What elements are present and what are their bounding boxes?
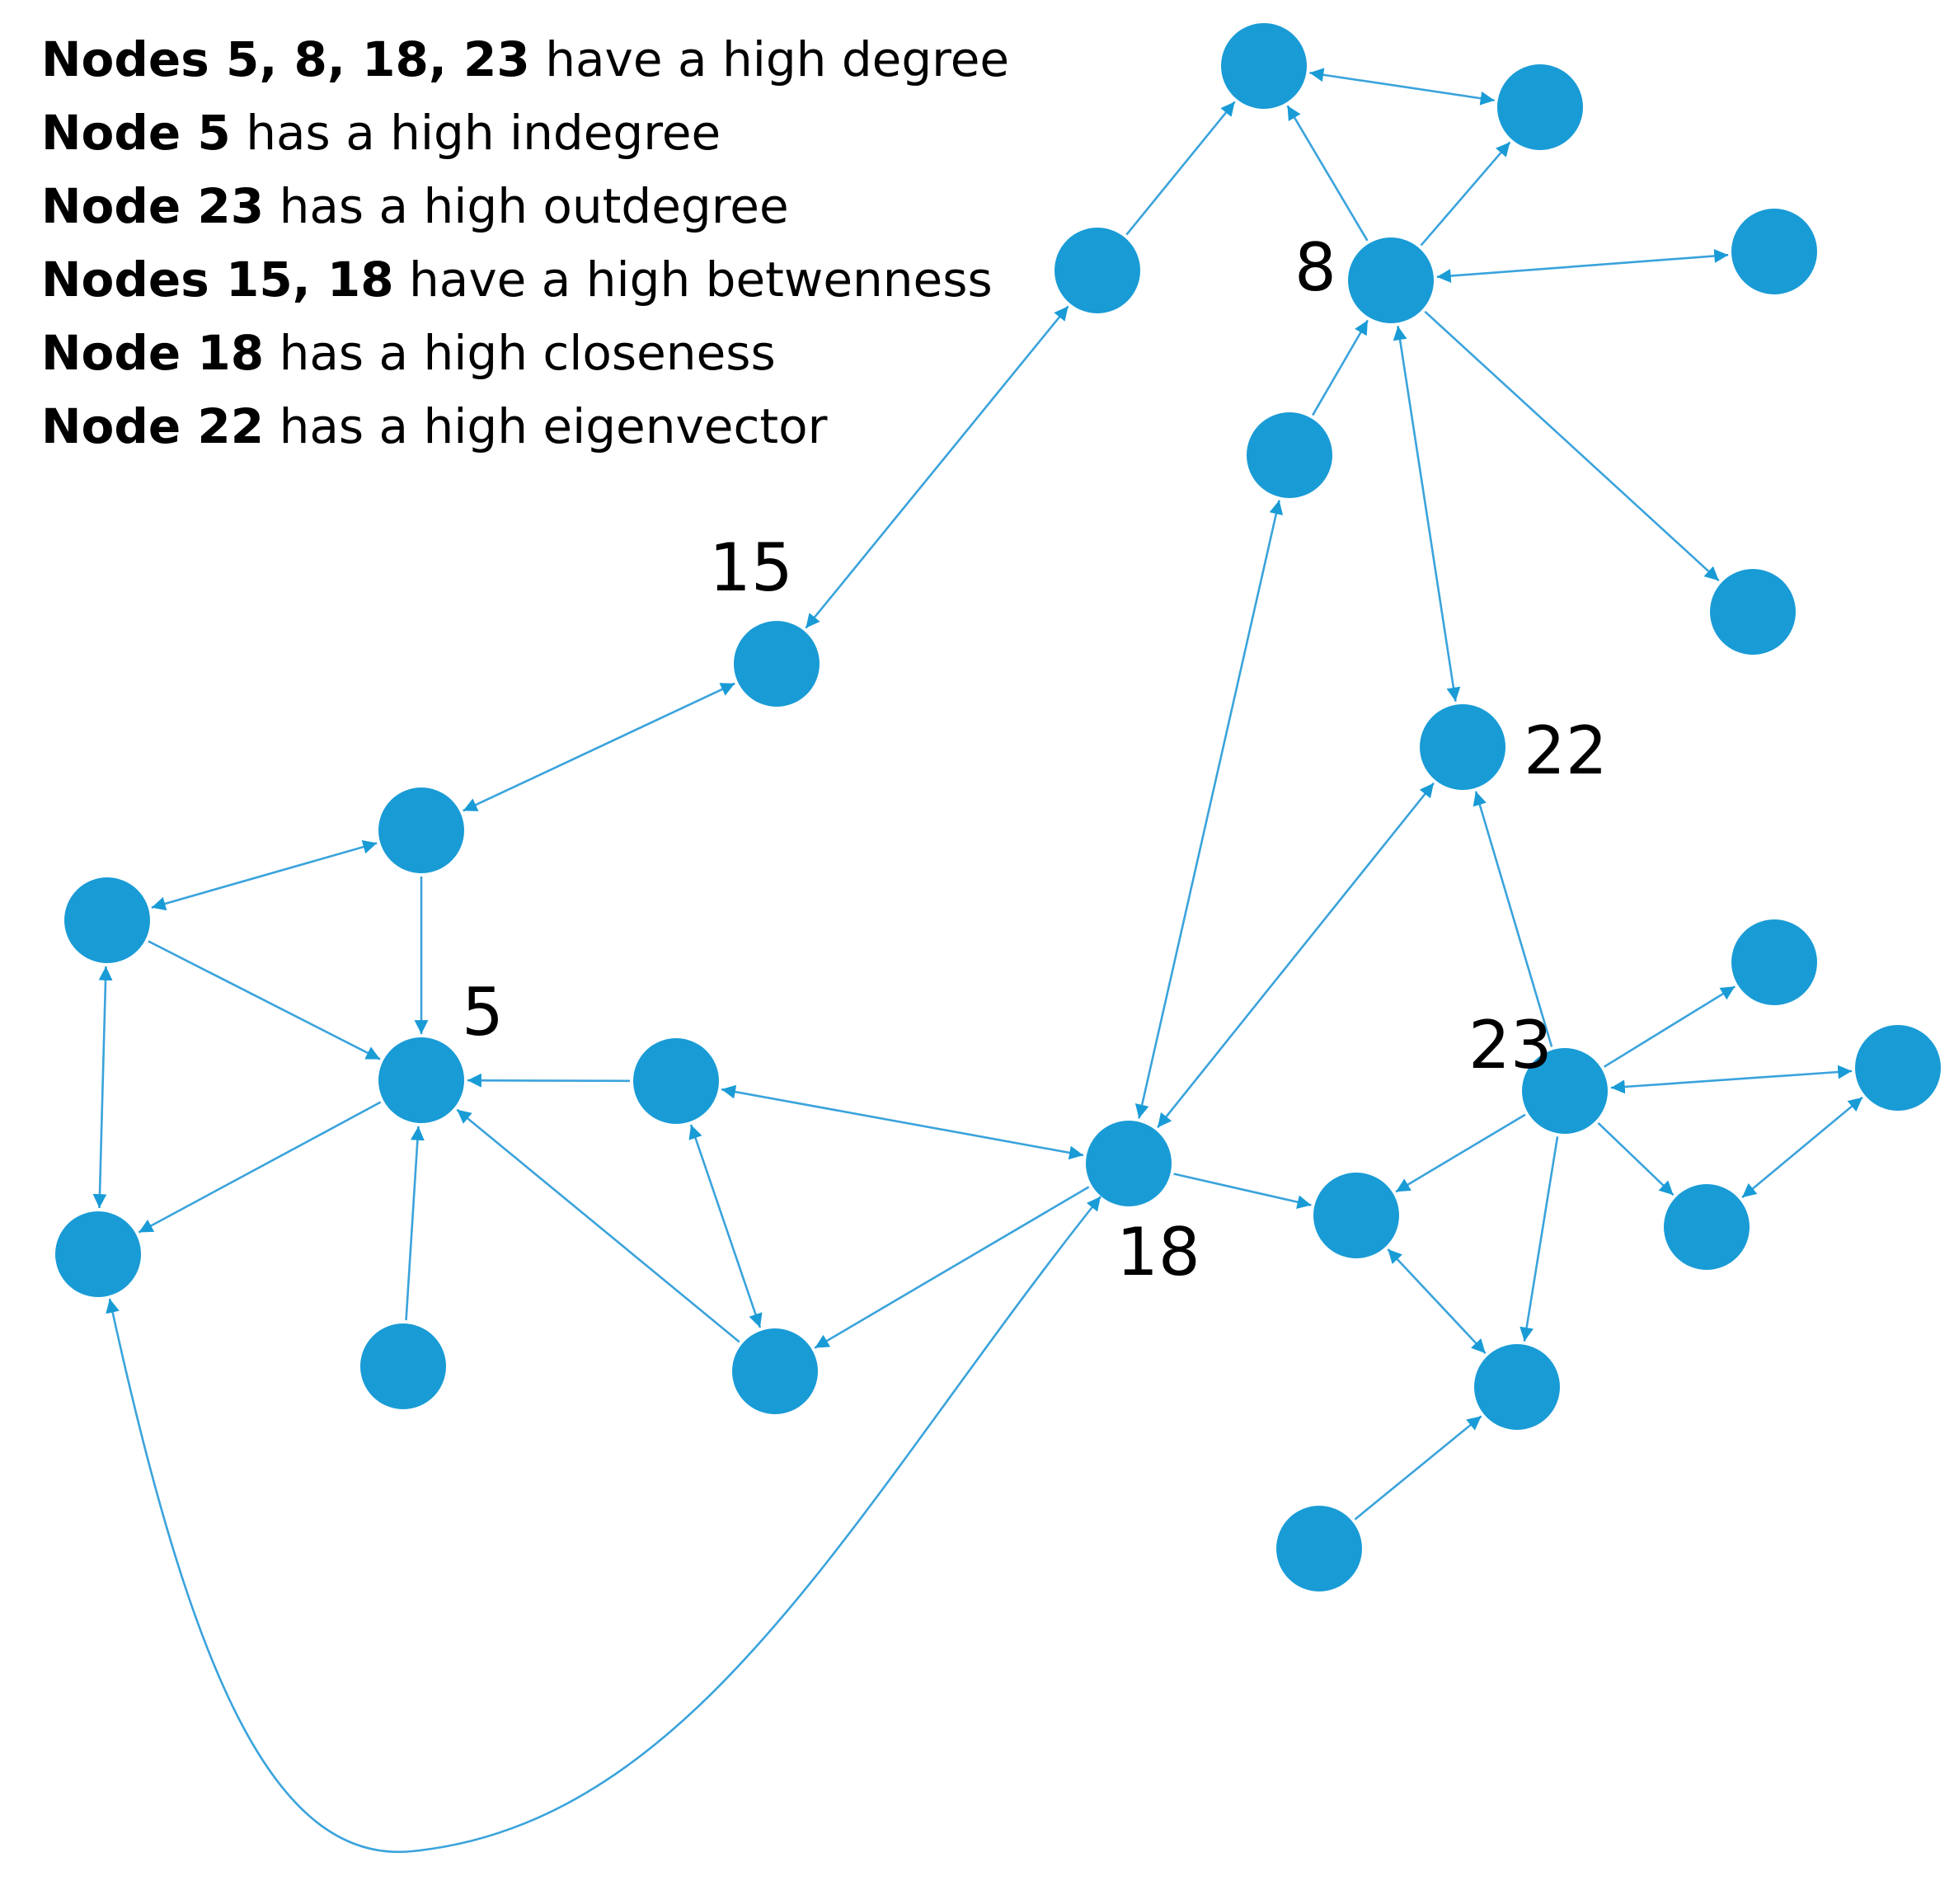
annotation-text: have a high betwenness xyxy=(393,252,993,308)
edge-n8-n22 xyxy=(1393,326,1461,702)
annotation-bold: Node 23 xyxy=(41,178,265,234)
node-n5 xyxy=(378,1037,464,1123)
node-label-5: 5 xyxy=(462,974,504,1051)
edge-n15-d xyxy=(463,682,735,812)
annotation-text: has a high outdegree xyxy=(264,178,789,234)
node-l xyxy=(1855,1025,1941,1111)
edges-layer xyxy=(92,68,1863,1854)
edge-e-f xyxy=(92,966,113,1209)
edge-n8-top2 xyxy=(1420,141,1511,247)
edge-n23-n22 xyxy=(1473,791,1553,1047)
edge-h-n5 xyxy=(467,1073,631,1088)
node-k xyxy=(1731,919,1817,1005)
edge-a-n15 xyxy=(805,305,1069,629)
node-f xyxy=(55,1211,141,1297)
annotation-line: Node 5 has a high indegree xyxy=(41,96,1009,170)
annotation-text: has a high eigenvector xyxy=(264,398,828,454)
edge-n8-top1 xyxy=(1286,105,1369,242)
edge-n23-n xyxy=(1520,1136,1559,1342)
edge-n8-c xyxy=(1424,310,1720,582)
node-j xyxy=(1313,1173,1399,1258)
edge-n8-right1 xyxy=(1436,249,1729,283)
node-d xyxy=(378,787,464,873)
edge-n18-f xyxy=(106,1196,1102,1854)
annotation-line: Nodes 15, 18 have a high betwenness xyxy=(41,243,1009,317)
node-top2 xyxy=(1497,64,1583,150)
edge-n5-f xyxy=(138,1101,382,1234)
edge-j-n xyxy=(1387,1248,1487,1355)
edge-n18-j xyxy=(1173,1173,1312,1210)
node-i xyxy=(732,1328,818,1414)
node-n22 xyxy=(1420,704,1505,790)
node-label-22: 22 xyxy=(1524,712,1608,789)
edge-h-i xyxy=(688,1124,763,1328)
node-b xyxy=(1247,412,1332,498)
edge-n23-m xyxy=(1597,1121,1675,1196)
node-right1 xyxy=(1731,209,1817,294)
nodes-layer xyxy=(55,23,1941,1591)
annotation-bold: Node 18 xyxy=(41,325,265,381)
node-h xyxy=(633,1038,719,1124)
edge-n23-k xyxy=(1604,985,1736,1068)
node-n15 xyxy=(734,621,820,707)
annotation-bold: Nodes 15, 18 xyxy=(41,252,394,308)
edge-n23-l xyxy=(1610,1065,1853,1094)
node-top1 xyxy=(1221,23,1307,109)
annotation-text: has a high closeness xyxy=(264,325,776,381)
edge-d-e xyxy=(151,839,378,911)
node-label-8: 8 xyxy=(1294,229,1336,306)
node-e xyxy=(64,877,150,963)
node-m xyxy=(1664,1184,1750,1270)
node-label-23: 23 xyxy=(1468,1007,1552,1084)
edge-top1-top2 xyxy=(1309,68,1495,106)
node-o xyxy=(1276,1506,1362,1591)
edge-a-top1 xyxy=(1125,101,1236,236)
node-n23 xyxy=(1522,1048,1608,1134)
node-c xyxy=(1710,569,1796,655)
annotation-bold: Node 5 xyxy=(41,105,231,161)
node-label-18: 18 xyxy=(1116,1214,1200,1290)
node-label-15: 15 xyxy=(709,529,793,606)
edge-o-n xyxy=(1354,1415,1482,1521)
edge-n18-i xyxy=(814,1186,1090,1349)
node-a xyxy=(1055,228,1140,313)
edge-b-n8 xyxy=(1311,319,1369,416)
annotation-line: Node 22 has a high eigenvector xyxy=(41,390,1009,463)
node-n xyxy=(1474,1344,1560,1430)
edge-n18-n22 xyxy=(1157,782,1435,1129)
annotation-text: has a high indegree xyxy=(230,105,721,161)
annotation-bold: Node 22 xyxy=(41,398,265,454)
node-n8 xyxy=(1348,237,1434,323)
annotation-line: Nodes 5, 8, 18, 23 have a high degree xyxy=(41,23,1009,96)
annotation-line: Node 23 has a high outdegree xyxy=(41,170,1009,243)
edge-h-n18 xyxy=(721,1084,1084,1160)
annotation-text: have a high degree xyxy=(529,31,1010,87)
node-g xyxy=(360,1323,446,1409)
edge-n18-b xyxy=(1134,500,1284,1119)
edge-g-n5 xyxy=(405,1126,425,1321)
annotation-bold: Nodes 5, 8, 18, 23 xyxy=(41,31,530,87)
labels-layer: 8 15 22 5 23 18 xyxy=(462,229,1608,1290)
edge-e-n5 xyxy=(148,940,381,1060)
edge-l-m xyxy=(1741,1096,1863,1199)
annotation-list: Nodes 5, 8, 18, 23 have a high degree No… xyxy=(41,23,1009,463)
node-n18 xyxy=(1086,1121,1172,1206)
annotation-line: Node 18 has a high closeness xyxy=(41,317,1009,390)
edge-n23-j xyxy=(1395,1113,1526,1193)
